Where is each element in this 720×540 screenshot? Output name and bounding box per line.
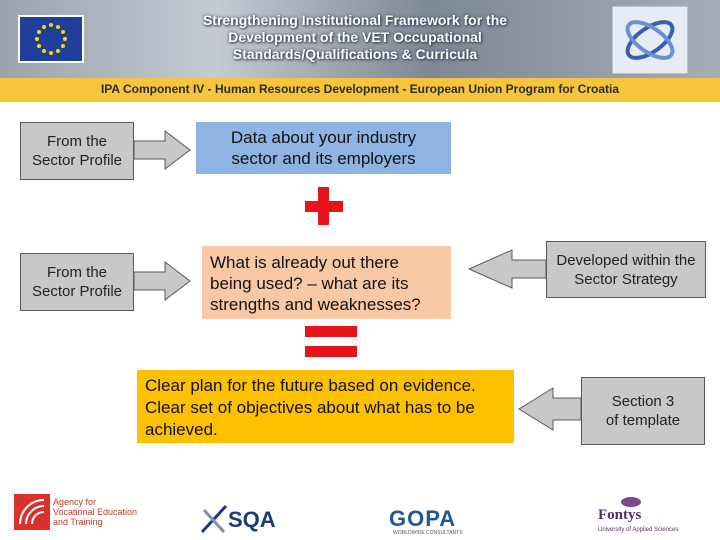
fontys-subtitle: University of Applied Sciences	[598, 527, 679, 533]
arrow-left-strategy	[467, 249, 547, 289]
template-box-line-1: Section 3	[611, 393, 675, 410]
banner-title-line-1: Strengthening Institutional Framework fo…	[202, 12, 508, 28]
template-section-box: Section 3 of template	[581, 377, 705, 445]
plus-sign-icon	[305, 187, 343, 225]
source-box-sector-profile-2: From the Sector Profile	[20, 253, 134, 311]
source-box-1-line-1: From the	[46, 133, 107, 150]
arrow-right-1	[133, 129, 191, 171]
sqa-swoosh-icon	[200, 504, 228, 534]
aveti-logo-icon	[14, 494, 50, 530]
gopa-logo: GOPA	[389, 506, 457, 531]
future-plan-box: Clear plan for the future based on evide…	[137, 370, 514, 443]
equals-sign-icon	[305, 326, 357, 357]
fontys-emblem-icon	[621, 497, 641, 507]
industry-box-line-1: Data about your industry	[230, 128, 417, 147]
header-banner	[0, 0, 720, 78]
arrow-right-2	[133, 260, 191, 302]
existing-box-text: What is already out there being used? – …	[210, 253, 421, 314]
aveti-line-2: Vocational Education	[53, 507, 138, 517]
existing-resources-box: What is already out there being used? – …	[202, 246, 451, 319]
template-box-line-2: of template	[605, 412, 681, 429]
source-box-1-line-2: Sector Profile	[31, 152, 123, 169]
gopa-subtitle: WORLDWIDE CONSULTANTS	[393, 530, 463, 536]
strategy-box-line-2: Sector Strategy	[574, 270, 678, 288]
source-box-2-line-2: Sector Profile	[31, 283, 123, 300]
banner-title-line-3: Standards/Qualifications & Curricula	[232, 46, 478, 62]
aveti-line-1: Agency for	[53, 497, 97, 507]
fontys-logo: Fontys	[598, 507, 642, 523]
sqa-logo: SQA	[228, 507, 276, 532]
industry-data-box: Data about your industry sector and its …	[196, 122, 451, 174]
project-emblem-logo	[612, 6, 688, 74]
banner-title-line-2: Development of the VET Occupational	[228, 29, 482, 45]
eu-flag-logo	[18, 15, 84, 63]
aveti-line-3: and Training	[53, 517, 103, 527]
subtitle-bar	[0, 78, 720, 102]
source-box-2-line-1: From the	[46, 264, 107, 281]
source-box-sector-profile-1: From the Sector Profile	[20, 122, 134, 180]
strategy-box-line-1: Developed within the	[556, 251, 696, 269]
banner-title: Strengthening Institutional Framework fo…	[170, 12, 540, 63]
plan-box-text: Clear plan for the future based on evide…	[145, 376, 476, 439]
industry-box-line-2: sector and its employers	[231, 149, 416, 168]
aveti-logo-text: Agency for Vocational Education and Trai…	[53, 497, 143, 527]
subtitle-text: IPA Component IV - Human Resources Devel…	[100, 82, 620, 96]
sector-strategy-box: Developed within the Sector Strategy	[546, 241, 706, 298]
arrow-left-template	[518, 387, 582, 431]
